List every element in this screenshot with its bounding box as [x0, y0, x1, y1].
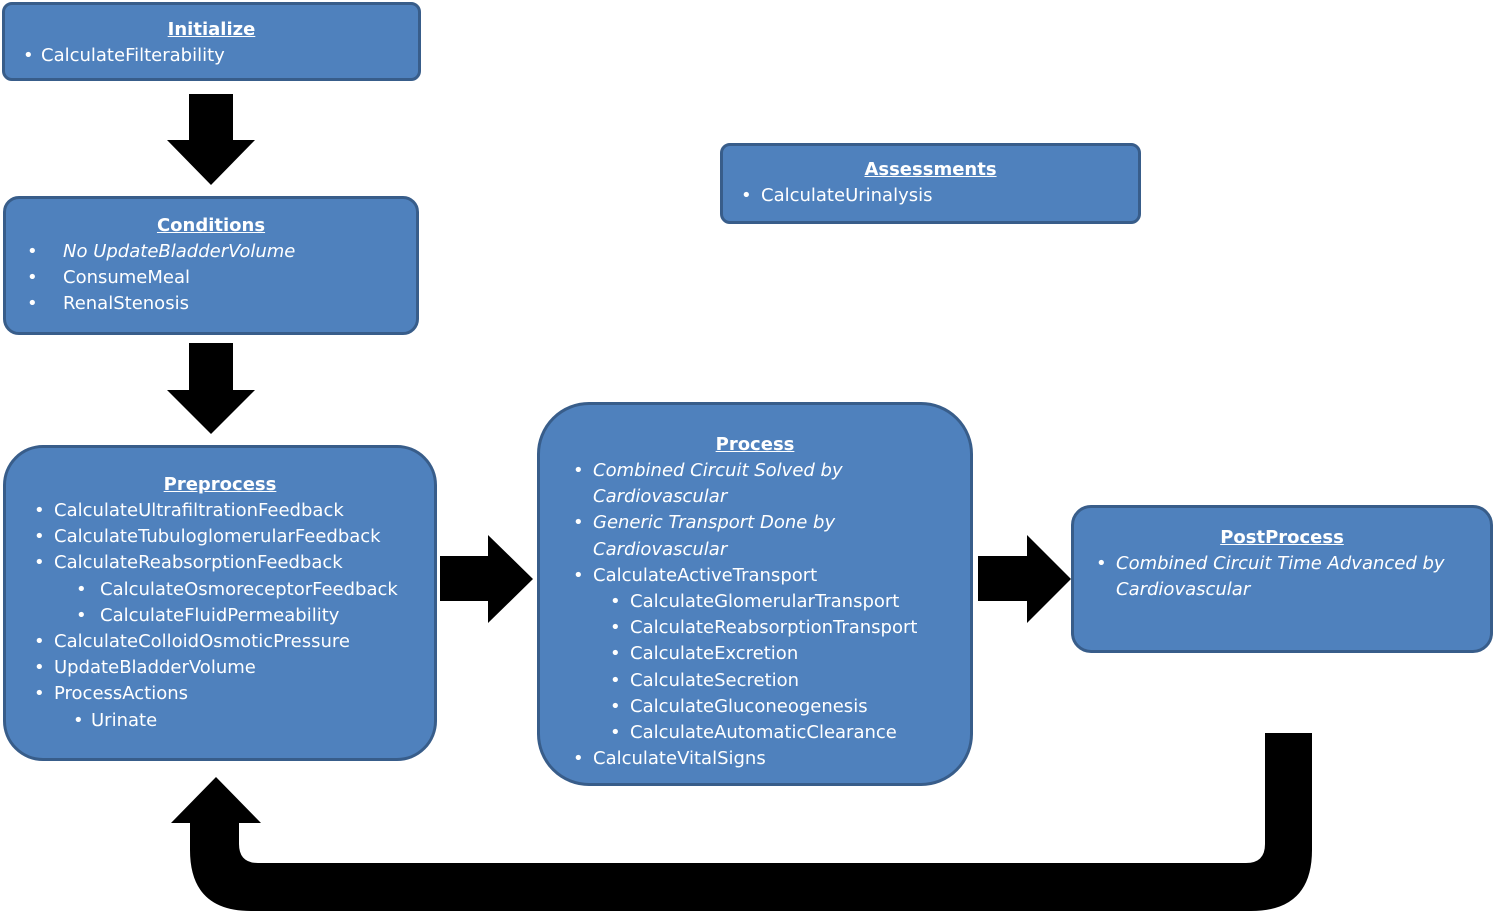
- process-title: Process: [715, 434, 795, 455]
- conditions-box: Conditions No UpdateBladderVolume Consum…: [3, 196, 419, 335]
- conditions-list: No UpdateBladderVolume ConsumeMeal Renal…: [6, 239, 416, 318]
- list-item: RenalStenosis: [6, 291, 416, 317]
- list-item: CalculateUrinalysis: [723, 183, 1138, 209]
- list-item: CalculateUltrafiltrationFeedback: [6, 498, 434, 524]
- list-item: Combined Circuit Solved by Cardiovascula…: [540, 458, 970, 510]
- postprocess-box: PostProcess Combined Circuit Time Advanc…: [1071, 505, 1493, 653]
- list-item: CalculateGluconeogenesis: [540, 694, 970, 720]
- postprocess-list: Combined Circuit Time Advanced by Cardio…: [1074, 551, 1490, 603]
- list-item: Urinate: [6, 708, 434, 734]
- list-item: Generic Transport Done by Cardiovascular: [540, 510, 970, 562]
- list-item: CalculateVitalSigns: [540, 746, 970, 772]
- list-item: CalculateSecretion: [540, 668, 970, 694]
- list-item: ConsumeMeal: [6, 265, 416, 291]
- initialize-box: Initialize CalculateFilterability: [2, 2, 421, 81]
- list-item: CalculateGlomerularTransport: [540, 589, 970, 615]
- preprocess-list: CalculateUltrafiltrationFeedback Calcula…: [6, 498, 434, 734]
- assessments-list: CalculateUrinalysis: [723, 183, 1138, 209]
- initialize-list: CalculateFilterability: [5, 43, 418, 69]
- initialize-title: Initialize: [167, 19, 256, 40]
- arrow-conditions-to-preprocess: [167, 343, 255, 434]
- assessments-box: Assessments CalculateUrinalysis: [720, 143, 1141, 224]
- postprocess-title: PostProcess: [1220, 527, 1344, 548]
- list-item: ProcessActions: [6, 681, 434, 707]
- list-item: CalculateReabsorptionFeedback: [6, 550, 434, 576]
- list-item: CalculateFilterability: [5, 43, 418, 69]
- arrow-postprocess-to-preprocess-loop: [171, 733, 1312, 911]
- list-item: CalculateOsmoreceptorFeedback: [6, 577, 434, 603]
- list-item: CalculateReabsorptionTransport: [540, 615, 970, 641]
- list-item: CalculateAutomaticClearance: [540, 720, 970, 746]
- process-box: Process Combined Circuit Solved by Cardi…: [537, 402, 973, 786]
- list-item: No UpdateBladderVolume: [6, 239, 416, 265]
- list-item: CalculateTubuloglomerularFeedback: [6, 524, 434, 550]
- process-list: Combined Circuit Solved by Cardiovascula…: [540, 458, 970, 773]
- list-item: CalculateExcretion: [540, 641, 970, 667]
- list-item: UpdateBladderVolume: [6, 655, 434, 681]
- preprocess-title: Preprocess: [163, 474, 277, 495]
- list-item: Combined Circuit Time Advanced by Cardio…: [1074, 551, 1490, 603]
- arrow-process-to-postprocess: [978, 535, 1071, 623]
- list-item: CalculateActiveTransport: [540, 563, 970, 589]
- list-item: CalculateFluidPermeability: [6, 603, 434, 629]
- assessments-title: Assessments: [864, 159, 997, 180]
- arrow-initialize-to-conditions: [167, 94, 255, 185]
- list-item: CalculateColloidOsmoticPressure: [6, 629, 434, 655]
- conditions-title: Conditions: [156, 215, 266, 236]
- preprocess-box: Preprocess CalculateUltrafiltrationFeedb…: [3, 445, 437, 761]
- arrow-preprocess-to-process: [440, 535, 533, 623]
